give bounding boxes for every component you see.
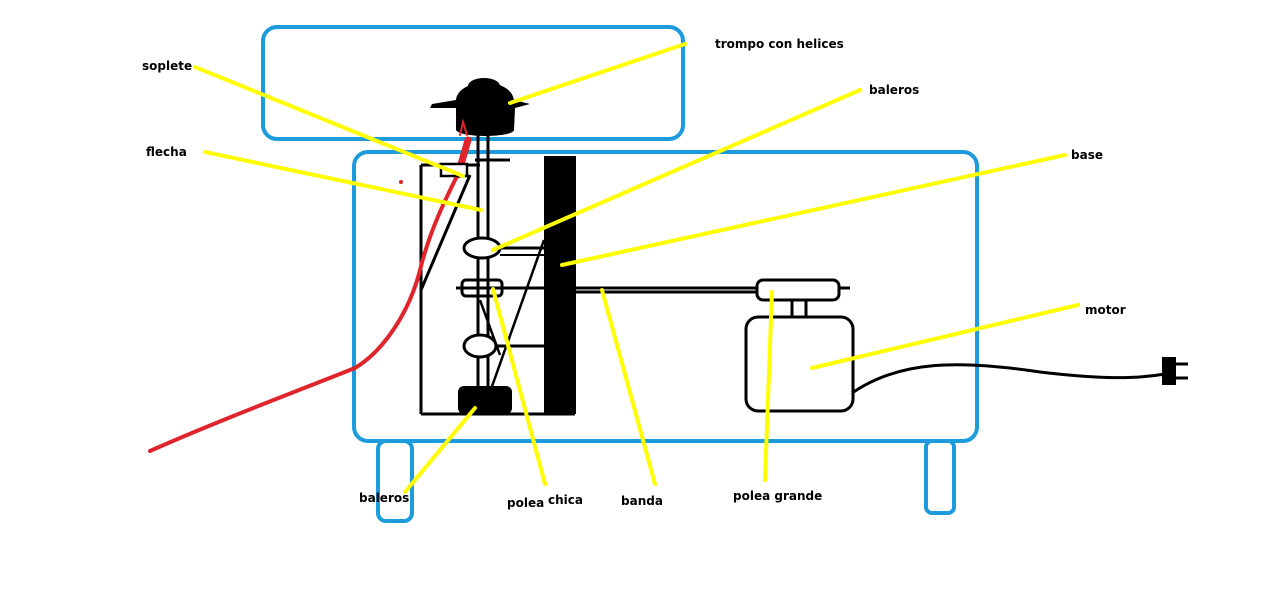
label-motor: motor [1085,303,1126,317]
leader-banda [600,288,657,486]
base-frame [352,150,979,443]
top-enclosure [261,25,685,141]
spinning-top [430,78,530,136]
label-soplete: soplete [142,59,192,73]
label-polea: polea [507,496,544,510]
leg-right [924,439,956,515]
leader-trompo [508,42,687,105]
inner-braces [478,239,546,393]
motor-body [744,315,855,413]
leader-polea-chica [491,287,547,486]
label-base: base [1071,148,1103,162]
leader-lines [193,42,1080,494]
power-cable [851,363,1166,395]
label-baleros-bottom: baleros [359,491,409,505]
label-trompo: trompo con helices [715,37,844,51]
leader-base [560,153,1067,267]
leader-baleros-bottom [403,406,477,494]
label-banda: banda [621,494,663,508]
large-pulley [755,278,841,302]
label-chica: chica [548,493,583,507]
vertical-column [544,156,576,414]
label-baleros-top: baleros [869,83,919,97]
motor-coupling [790,298,808,320]
leg-left [376,439,414,523]
leader-baleros-top [491,88,862,252]
label-flecha: flecha [146,145,187,159]
leader-soplete [193,65,465,178]
bearing-lower [462,333,498,359]
bearing-bottom [458,386,512,414]
label-polea-grande: polea grande [733,489,822,503]
leader-polea-grande [763,290,774,482]
leader-flecha [203,150,483,212]
plug-icon [1162,357,1188,385]
leader-motor [810,303,1080,370]
shaft [476,130,490,400]
